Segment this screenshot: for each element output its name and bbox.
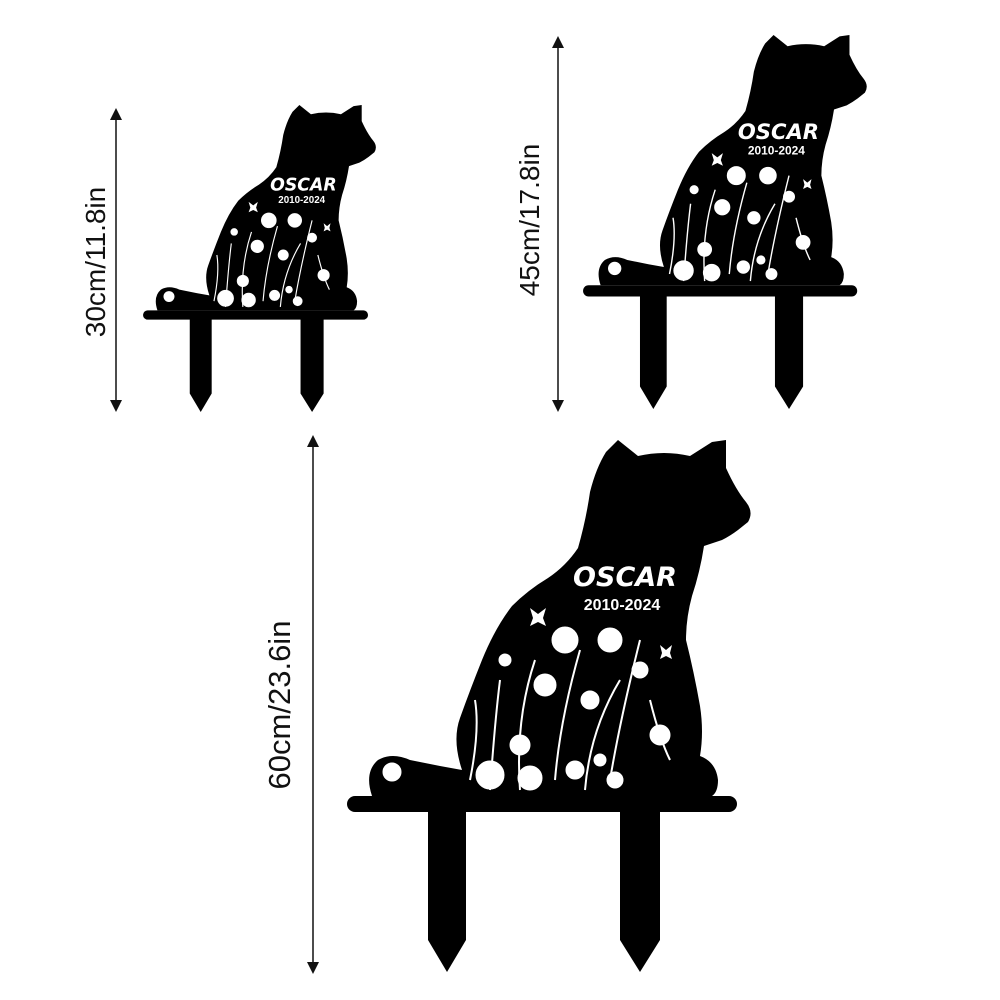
pet-years: 2010-2024 <box>748 144 805 158</box>
stake-medium: OSCAR 2010-2024 <box>582 34 868 410</box>
size-label-large: 60cm/23.6in <box>262 620 297 790</box>
pet-name: OSCAR <box>738 119 819 144</box>
pet-name: OSCAR <box>270 175 337 195</box>
pet-years: 2010-2024 <box>584 597 661 614</box>
size-label-medium: 45cm/17.8in <box>514 143 545 297</box>
pet-years: 2010-2024 <box>278 195 325 206</box>
size-label-small: 30cm/11.8in <box>80 186 111 338</box>
pet-name: OSCAR <box>573 562 677 593</box>
stake-large: OSCAR 2010-2024 <box>346 439 752 973</box>
stake-small: OSCAR 2010-2024 <box>142 104 377 413</box>
